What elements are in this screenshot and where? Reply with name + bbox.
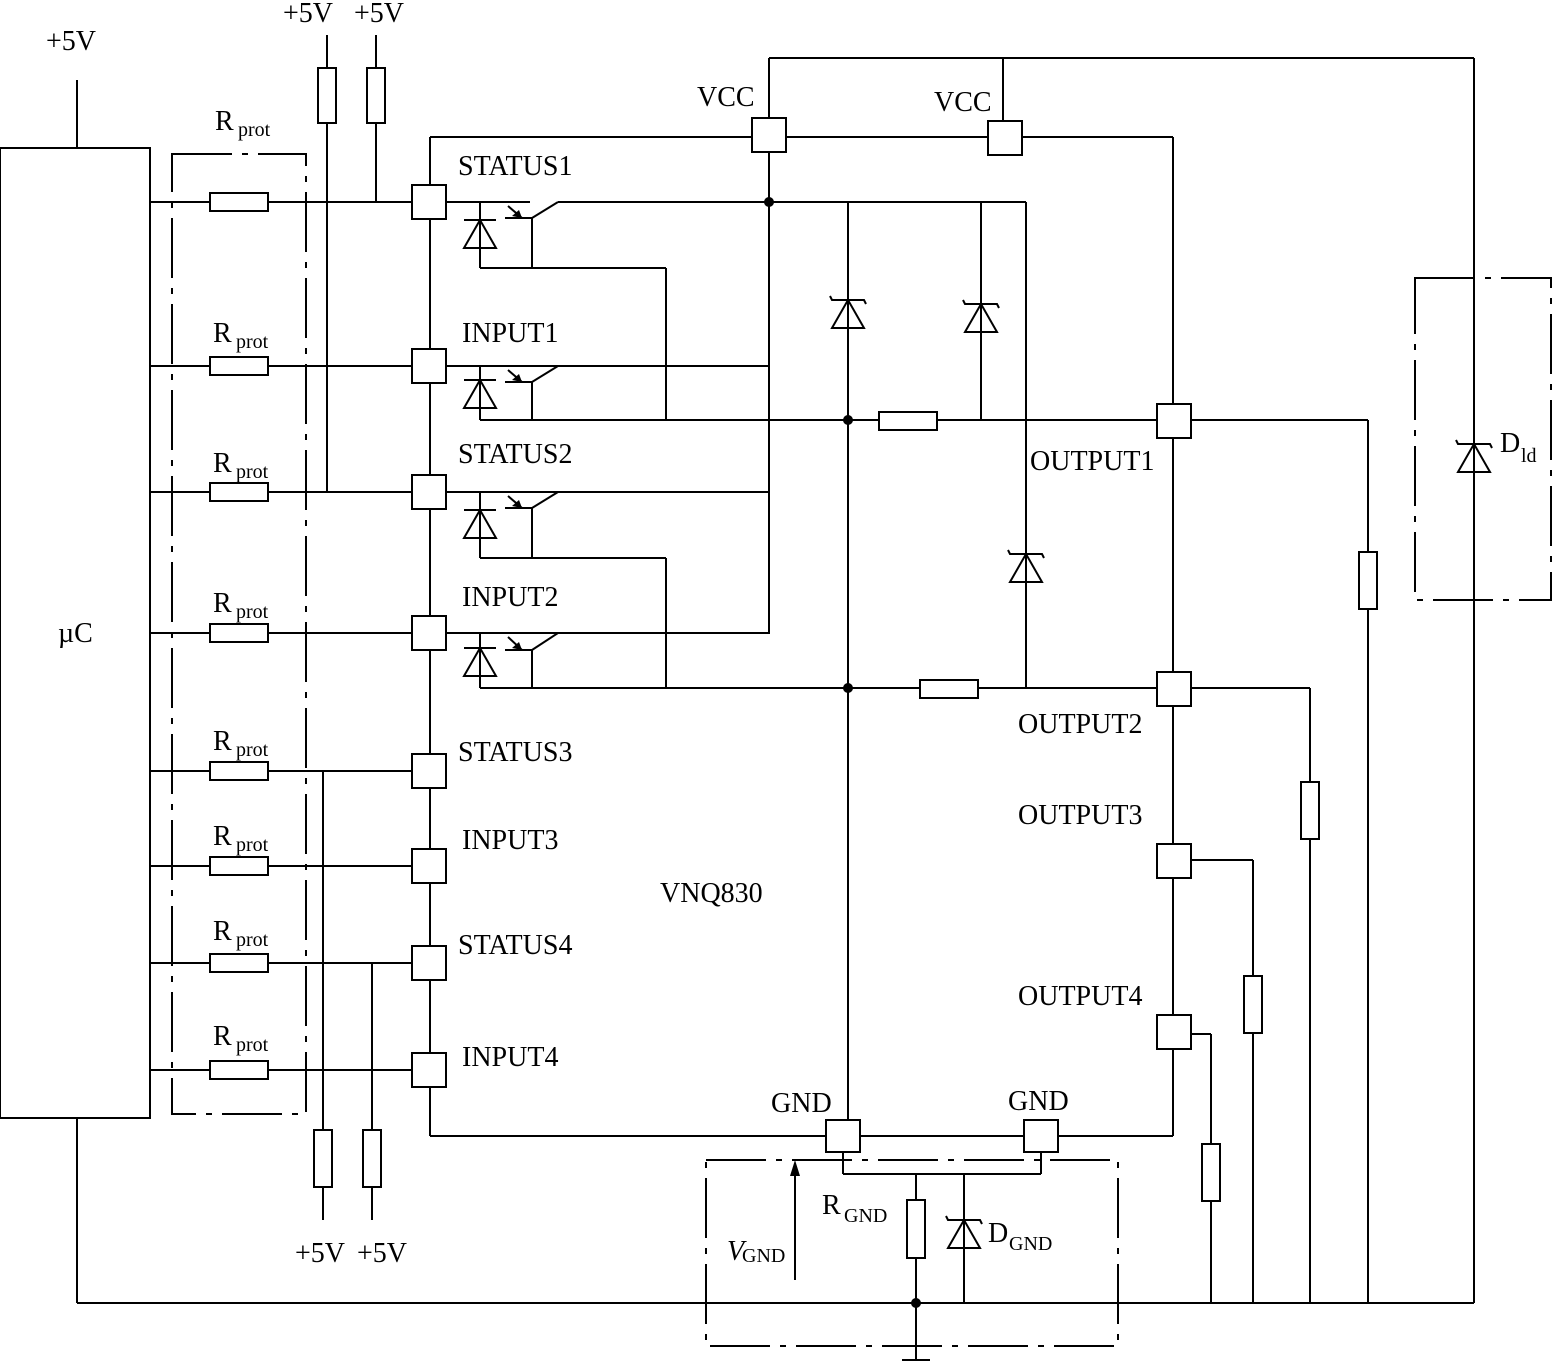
gnd-label-1: GND xyxy=(771,1088,832,1119)
internal-resistor-1 xyxy=(878,411,938,431)
r-gnd xyxy=(906,1199,926,1259)
rprot-status3 xyxy=(209,761,269,781)
zener-diode-3 xyxy=(1007,549,1045,583)
dld-sub: ld xyxy=(1521,445,1537,467)
microcontroller-label: µC xyxy=(58,618,93,649)
rprot-input3 xyxy=(209,856,269,876)
pin-output4 xyxy=(1156,1014,1192,1050)
rprot-input1 xyxy=(209,356,269,376)
pin-input2 xyxy=(411,615,447,651)
rprot-sub-1: prot xyxy=(238,119,271,141)
supply-label-top-1: +5V xyxy=(283,0,333,29)
dld-label: D xyxy=(1500,428,1520,459)
supply-label-top-2: +5V xyxy=(354,0,404,29)
rprot-sub-6: prot xyxy=(236,834,269,856)
rprot-status1 xyxy=(209,192,269,212)
pin-input1 xyxy=(411,348,447,384)
d-gnd-sub: GND xyxy=(1009,1233,1052,1255)
r-gnd-label: R xyxy=(822,1190,841,1221)
output4-label: OUTPUT4 xyxy=(1018,981,1142,1012)
supply-label-bottom-2: +5V xyxy=(357,1238,407,1269)
pullup-status1 xyxy=(366,67,386,124)
load-resistor-4 xyxy=(1201,1143,1221,1202)
rprot-status4 xyxy=(209,953,269,973)
rprot-status2 xyxy=(209,482,269,502)
input3-label: INPUT3 xyxy=(462,825,558,856)
pin-status1 xyxy=(411,184,447,220)
vgnd-arrow xyxy=(790,1160,800,1176)
rprot-label-6: R xyxy=(213,821,232,852)
rprot-sub-3: prot xyxy=(236,461,269,483)
rprot-sub-5: prot xyxy=(236,739,269,761)
pin-status4 xyxy=(411,945,447,981)
rprot-sub-2: prot xyxy=(236,331,269,353)
pin-vcc-1 xyxy=(751,117,787,153)
pin-gnd-1 xyxy=(825,1119,861,1153)
zener-diode-2 xyxy=(962,299,1000,333)
pin-input4 xyxy=(411,1052,447,1088)
internal-resistor-2 xyxy=(919,679,979,699)
vcc-label-1: VCC xyxy=(697,82,755,113)
pullup-status4 xyxy=(362,1129,382,1188)
pullup-status2 xyxy=(317,67,337,124)
internal-status2-circuit xyxy=(446,491,770,688)
load-resistor-3 xyxy=(1243,975,1263,1034)
load-resistor-1 xyxy=(1358,551,1378,610)
vcc-label-2: VCC xyxy=(934,87,992,118)
chip-label: VNQ830 xyxy=(660,878,763,909)
load-resistor-2 xyxy=(1300,781,1320,840)
pin-status2 xyxy=(411,474,447,510)
supply-label-uc: +5V xyxy=(46,26,96,57)
gnd-label-2: GND xyxy=(1008,1086,1069,1117)
vgnd-label: V xyxy=(727,1236,747,1267)
pin-output2 xyxy=(1156,671,1192,707)
internal-input2-circuit xyxy=(446,632,1157,689)
status2-label: STATUS2 xyxy=(458,439,572,470)
rprot-label-3: R xyxy=(213,448,232,479)
output3-label: OUTPUT3 xyxy=(1018,800,1142,831)
zener-diode-1 xyxy=(829,295,867,329)
pin-vcc-2 xyxy=(987,120,1023,156)
supply-label-bottom-1: +5V xyxy=(295,1238,345,1269)
input2-label: INPUT2 xyxy=(462,582,558,613)
r-gnd-sub: GND xyxy=(844,1205,887,1227)
output1-label: OUTPUT1 xyxy=(1030,446,1154,477)
internal-status1-circuit xyxy=(446,201,1026,420)
pin-output3 xyxy=(1156,843,1192,879)
internal-input1-circuit xyxy=(446,365,1157,421)
status3-label: STATUS3 xyxy=(458,737,572,768)
rprot-label-5: R xyxy=(213,726,232,757)
load-dump-diode xyxy=(1455,439,1493,473)
rprot-label-8: R xyxy=(213,1021,232,1052)
input1-label: INPUT1 xyxy=(462,318,558,349)
gnd-network-enclosure xyxy=(705,1159,1119,1347)
dld-enclosure xyxy=(1414,277,1552,601)
pullup-status3 xyxy=(313,1129,333,1188)
pin-input3 xyxy=(411,848,447,884)
pin-gnd-2 xyxy=(1023,1119,1059,1153)
d-gnd-label: D xyxy=(988,1218,1008,1249)
vgnd-sub: GND xyxy=(742,1245,785,1267)
pin-output1 xyxy=(1156,403,1192,439)
d-gnd-diode xyxy=(945,1215,983,1249)
pin-status3 xyxy=(411,753,447,789)
rprot-label-7: R xyxy=(213,916,232,947)
rprot-sub-8: prot xyxy=(236,1034,269,1056)
input4-label: INPUT4 xyxy=(462,1042,558,1073)
rprot-sub-7: prot xyxy=(236,929,269,951)
status1-label: STATUS1 xyxy=(458,151,572,182)
output2-label: OUTPUT2 xyxy=(1018,709,1142,740)
rprot-label-1: R xyxy=(215,106,234,137)
status4-label: STATUS4 xyxy=(458,930,572,961)
rprot-input4 xyxy=(209,1060,269,1080)
rprot-sub-4: prot xyxy=(236,601,269,623)
rprot-label-4: R xyxy=(213,588,232,619)
rprot-input2 xyxy=(209,623,269,643)
rprot-label-2: R xyxy=(213,318,232,349)
